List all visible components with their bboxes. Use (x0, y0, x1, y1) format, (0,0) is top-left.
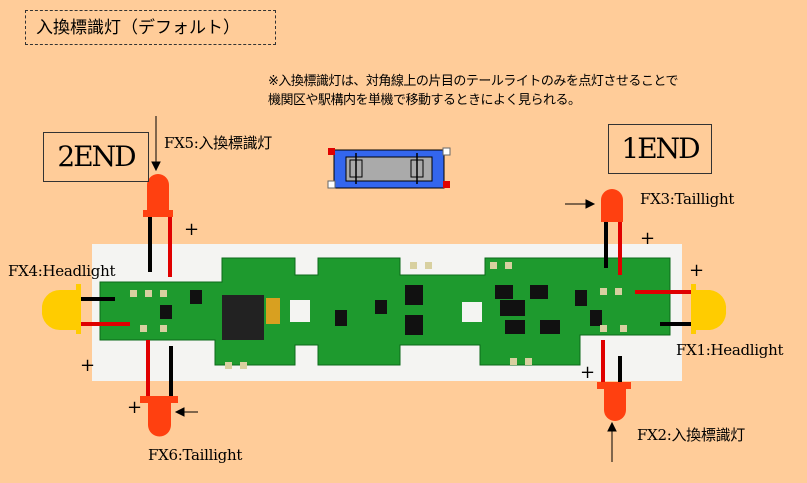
plus-sign-fx2: + (580, 362, 596, 383)
end-label-2: 2END (43, 132, 149, 182)
capacitor (266, 298, 280, 324)
pcb-window (462, 302, 482, 322)
label-fx5: FX5:入換標識灯 (164, 134, 272, 152)
plus-sign-fx4: + (80, 355, 96, 376)
plus-sign-fx6: + (127, 397, 143, 418)
plus-sign-fx5: + (184, 219, 200, 240)
plus-sign-fx3: + (640, 228, 656, 249)
end-label-1: 1END (608, 124, 712, 174)
label-fx1: FX1:Headlight (676, 341, 784, 359)
note: ※入換標識灯は、対角線上の片目のテールライトのみを点灯させることで 機関区や駅構… (268, 72, 679, 110)
plus-sign-fx1: + (689, 260, 705, 281)
mode-title: 入換標識灯（デフォルト） (25, 10, 276, 45)
arrows (151, 116, 617, 462)
locomotive-icon (327, 147, 451, 189)
note-line-1: ※入換標識灯は、対角線上の片目のテールライトのみを点灯させることで (268, 74, 679, 89)
led-fx4 (41, 284, 130, 334)
led-fx2 (597, 340, 631, 421)
label-fx2: FX2:入換標識灯 (637, 426, 745, 444)
led-fx5 (143, 174, 173, 277)
pcb-window (290, 300, 310, 322)
led-fx1 (635, 284, 727, 334)
led-fx6 (140, 340, 178, 437)
solder-pads (130, 262, 627, 369)
ic-chip (222, 295, 264, 340)
note-line-2: 機関区や駅構内を単機で移動するときによく見られる。 (268, 93, 581, 108)
label-fx3: FX3:Taillight (640, 190, 735, 208)
label-fx6: FX6:Taillight (148, 446, 243, 464)
led-fx3 (601, 189, 623, 275)
label-fx4: FX4:Headlight (8, 262, 116, 280)
smd-components (160, 285, 602, 335)
